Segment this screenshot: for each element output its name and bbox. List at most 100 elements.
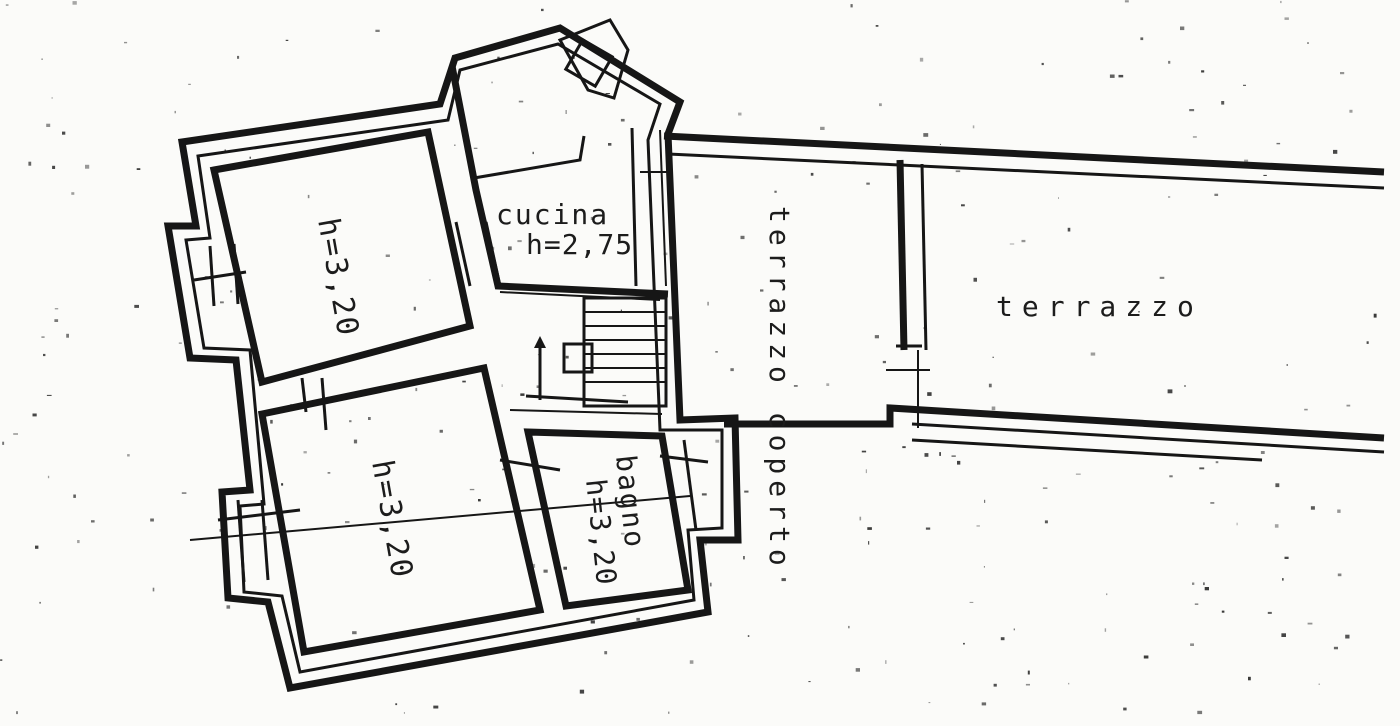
speckle xyxy=(270,419,273,424)
speckle xyxy=(919,57,924,62)
speckle xyxy=(1075,473,1081,475)
speckle xyxy=(988,383,992,388)
speckle xyxy=(281,483,284,486)
speckle xyxy=(1204,587,1209,591)
speckle xyxy=(826,383,830,386)
speckle xyxy=(382,483,386,485)
speckle xyxy=(848,625,850,629)
speckle xyxy=(1244,159,1249,164)
speckle xyxy=(993,683,997,687)
speckle xyxy=(760,289,764,292)
speckle xyxy=(439,429,443,433)
stair-frame xyxy=(582,296,668,408)
window-mark xyxy=(208,245,216,307)
speckle xyxy=(984,499,986,503)
speckle xyxy=(1168,60,1171,64)
speckle xyxy=(707,301,709,306)
speckle xyxy=(47,475,50,479)
speckle xyxy=(963,642,965,645)
speckle xyxy=(1192,582,1195,585)
speckle xyxy=(54,308,59,310)
speckle xyxy=(867,527,872,530)
speckle xyxy=(620,118,625,122)
speckle xyxy=(715,439,720,443)
speckle xyxy=(744,490,749,493)
speckle xyxy=(35,545,39,549)
speckle xyxy=(902,446,906,449)
speckle xyxy=(992,356,994,358)
speckle xyxy=(491,81,493,84)
speckle xyxy=(668,711,670,714)
speckle xyxy=(923,133,929,137)
speckle xyxy=(1140,37,1144,41)
speckle xyxy=(1373,313,1377,318)
speckle xyxy=(285,39,289,41)
speckle xyxy=(622,394,627,397)
speckle xyxy=(961,204,965,207)
speckle xyxy=(349,420,352,423)
speckle xyxy=(715,351,718,353)
speckle xyxy=(136,168,141,170)
speckle xyxy=(861,450,867,453)
speckle xyxy=(307,194,310,199)
speckle xyxy=(1333,646,1338,650)
speckle xyxy=(620,532,625,535)
terrace-bottom-wall-outer xyxy=(724,404,1385,442)
speckle xyxy=(1215,461,1219,464)
speckle xyxy=(604,651,608,655)
speckle xyxy=(587,482,592,485)
speckle xyxy=(152,587,155,592)
speckle xyxy=(1307,42,1309,44)
speckle xyxy=(1104,628,1107,632)
speckle xyxy=(1248,676,1251,681)
speckle xyxy=(981,702,987,706)
speckle xyxy=(579,689,585,694)
speckle xyxy=(874,335,879,339)
speckle xyxy=(345,521,350,524)
speckle xyxy=(855,668,860,672)
speckle xyxy=(531,563,536,568)
speckle xyxy=(71,192,75,195)
speckle xyxy=(972,125,975,129)
speckle xyxy=(385,254,390,257)
speckle xyxy=(879,103,882,107)
speckle xyxy=(1000,637,1005,641)
speckle xyxy=(353,439,358,444)
speckle xyxy=(1190,643,1194,646)
speckle xyxy=(327,472,331,474)
speckle xyxy=(563,566,567,570)
window-mark xyxy=(682,439,698,531)
terrace-divider xyxy=(896,159,908,351)
speckle xyxy=(501,384,503,387)
speckle xyxy=(469,488,475,491)
speckle xyxy=(1267,611,1272,614)
kitchen-divider xyxy=(630,127,638,287)
speckle xyxy=(694,175,699,179)
speckle xyxy=(303,451,307,454)
speckle xyxy=(41,58,43,60)
speckle xyxy=(124,41,128,44)
speckle xyxy=(859,516,862,521)
speckle xyxy=(565,355,569,359)
speckle xyxy=(224,149,226,152)
speckle xyxy=(1274,524,1279,528)
speckle xyxy=(865,469,867,474)
speckle xyxy=(1286,364,1288,366)
covered-terrace-name: terrazzo coperto xyxy=(763,206,796,572)
speckle xyxy=(5,4,9,6)
speckle xyxy=(41,336,45,338)
speckle xyxy=(1284,556,1289,559)
speckle xyxy=(1203,582,1205,586)
speckle xyxy=(1013,628,1015,631)
speckle xyxy=(636,617,640,621)
speckle xyxy=(1275,483,1280,488)
speckle xyxy=(52,165,56,169)
speckle xyxy=(1307,622,1313,625)
staircase xyxy=(499,291,668,415)
corridor-line xyxy=(499,291,661,301)
speckle xyxy=(957,460,961,465)
bay-window-block xyxy=(557,18,630,100)
window-mark xyxy=(260,499,270,581)
speckle xyxy=(1345,634,1350,639)
